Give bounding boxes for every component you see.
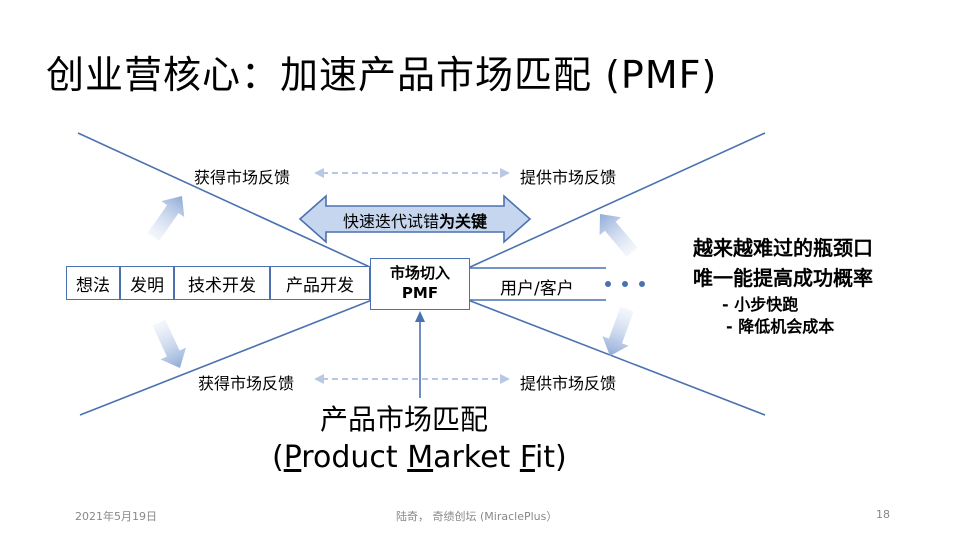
feedback-get-top: 获得市场反馈 (194, 168, 291, 187)
note-line1: 越来越难过的瓶颈口 (693, 236, 873, 260)
iteration-double-arrow (298, 194, 532, 244)
feedback-arrow-top (314, 168, 510, 178)
note-line2: 唯一能提高成功概率 (693, 266, 873, 290)
note-sub2: - 降低机会成本 (726, 317, 835, 336)
footer-date: 2021年5月19日 (75, 510, 157, 523)
caption-pointer-head (415, 311, 425, 322)
stage-idea: 想法 (66, 266, 120, 300)
feedback-give-top: 提供市场反馈 (520, 168, 617, 187)
funnel-line-top-left (77, 132, 373, 269)
note-sub1: - 小步快跑 (722, 295, 799, 314)
feedback-give-bottom: 提供市场反馈 (520, 374, 617, 393)
ellipsis-dot (605, 281, 611, 287)
ellipsis-dot (639, 281, 645, 287)
feedback-arrow-bottom (314, 374, 510, 384)
funnel-line-bottom-right (467, 299, 766, 416)
fade-arrow-down-left (152, 319, 186, 368)
pmf-box-line2: PMF (401, 284, 439, 302)
funnel-line-top-right (467, 132, 766, 269)
fade-arrow-up-left (147, 196, 185, 241)
pmf-entry-box: 市场切入 PMF (370, 258, 470, 310)
stage-product-dev: 产品开发 (270, 266, 370, 300)
slide-title: 创业营核心：加速产品市场匹配 (PMF) (46, 53, 718, 97)
ellipsis-dot (622, 281, 628, 287)
footer-author: 陆奇， 奇绩创坛 (MiraclePlus） (396, 510, 558, 523)
feedback-get-bottom: 获得市场反馈 (198, 374, 295, 393)
fade-arrow-down-right (602, 306, 634, 356)
page-number: 18 (876, 508, 890, 521)
iteration-label-bold: 为关键 (439, 212, 488, 231)
funnel-line-bottom-left (79, 299, 373, 416)
iteration-label-plain: 快速迭代试错 (342, 212, 439, 231)
pmf-caption-en: (Product Market Fit) (272, 440, 567, 475)
iteration-label: 快速迭代试错为关键 (300, 208, 530, 232)
stage-tech-dev: 技术开发 (174, 266, 270, 300)
stage-invention: 发明 (120, 266, 174, 300)
users-label: 用户/客户 (500, 279, 574, 299)
pmf-caption-cn: 产品市场匹配 (320, 403, 489, 436)
pmf-box-line1: 市场切入 (389, 264, 450, 282)
fade-arrow-up-right (599, 214, 638, 257)
